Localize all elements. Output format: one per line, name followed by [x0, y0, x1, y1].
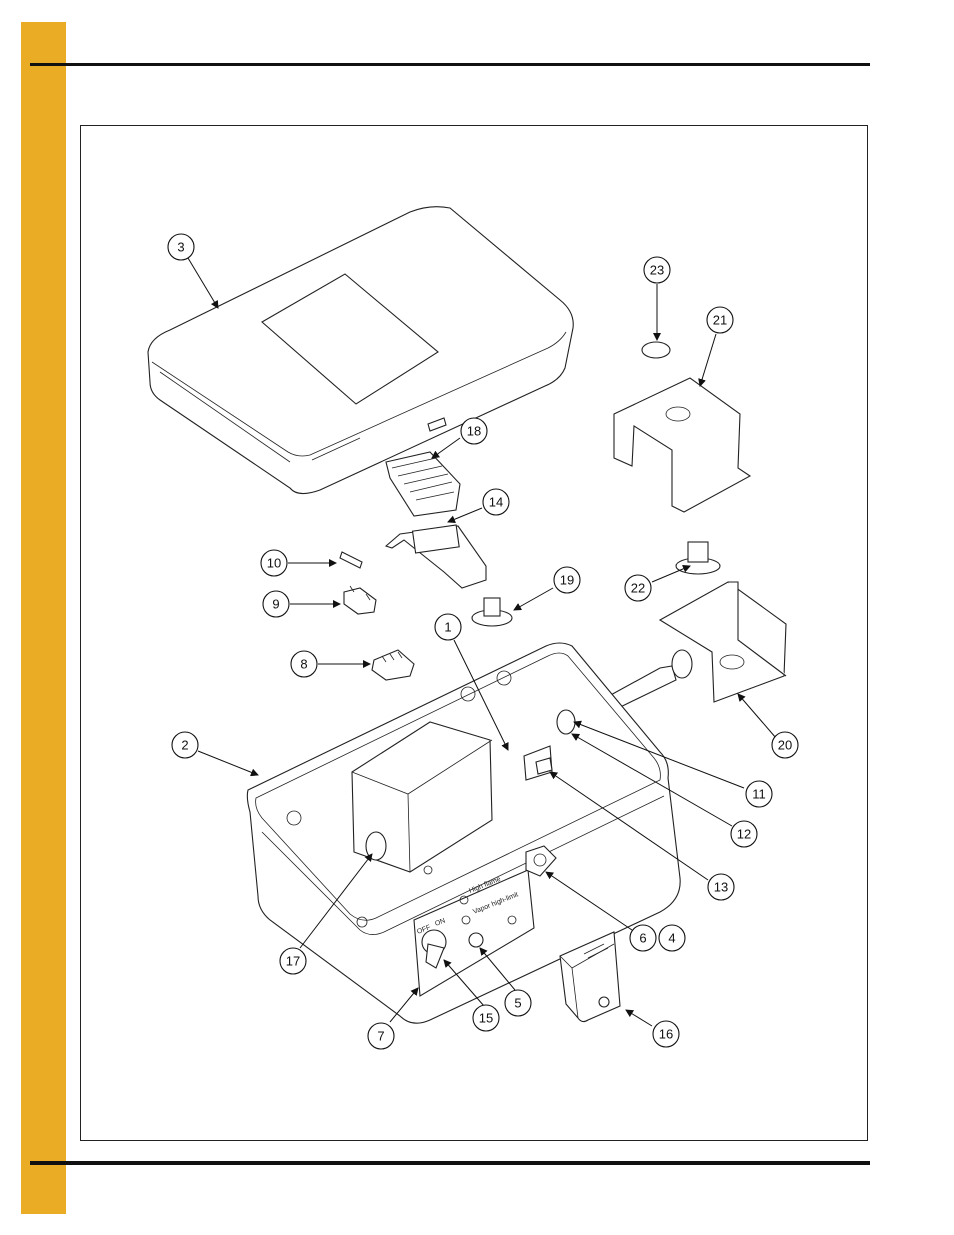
svg-text:20: 20 — [778, 738, 792, 753]
part-relay-bracket — [384, 524, 487, 589]
panel-label-off: OFF — [416, 924, 432, 936]
part-sensor-bracket — [597, 581, 787, 713]
callout-17: 17 — [279, 947, 307, 975]
callout-12: 12 — [730, 820, 758, 848]
callout-13: 13 — [707, 873, 735, 901]
callout-9: 9 — [262, 590, 290, 618]
callout-14: 14 — [482, 488, 510, 516]
side-tab — [21, 22, 66, 1214]
svg-text:13: 13 — [714, 880, 728, 895]
part-lid — [147, 206, 574, 495]
callout-10: 10 — [260, 549, 288, 577]
callout-6: 6 — [629, 924, 657, 952]
svg-text:19: 19 — [560, 573, 574, 588]
diagram-frame — [80, 125, 868, 1141]
svg-text:4: 4 — [668, 931, 675, 946]
svg-text:11: 11 — [752, 787, 766, 802]
svg-text:1: 1 — [444, 620, 451, 635]
part-terminal-block — [371, 649, 415, 681]
svg-text:2: 2 — [181, 738, 188, 753]
callout-4: 4 — [658, 924, 686, 952]
callout-16: 16 — [652, 1020, 680, 1048]
svg-text:15: 15 — [479, 1011, 493, 1026]
part-fuse-holder — [343, 585, 377, 615]
callout-20: 20 — [771, 731, 799, 759]
svg-text:17: 17 — [286, 954, 300, 969]
svg-text:6: 6 — [639, 931, 646, 946]
callout-3: 3 — [167, 233, 195, 261]
part-mounting-bracket — [613, 377, 752, 513]
part-terminal-strip — [385, 451, 461, 517]
part-fuse — [339, 551, 363, 569]
svg-text:16: 16 — [659, 1027, 673, 1042]
callout-19: 19 — [553, 566, 581, 594]
panel-label-on: ON — [434, 917, 446, 927]
callout-22: 22 — [624, 574, 652, 602]
svg-text:22: 22 — [631, 581, 645, 596]
part-relay-box — [559, 931, 621, 1023]
svg-text:21: 21 — [713, 313, 727, 328]
svg-text:10: 10 — [267, 556, 281, 571]
callout-1: 1 — [434, 613, 462, 641]
svg-text:5: 5 — [514, 996, 521, 1011]
header-rule — [30, 63, 870, 66]
callout-21: 21 — [706, 306, 734, 334]
svg-text:18: 18 — [467, 424, 481, 439]
svg-text:8: 8 — [300, 657, 307, 672]
svg-text:12: 12 — [737, 827, 751, 842]
callout-5: 5 — [504, 989, 532, 1017]
leader-lines — [187, 257, 777, 1027]
svg-text:3: 3 — [177, 240, 184, 255]
svg-text:7: 7 — [377, 1029, 384, 1044]
svg-text:9: 9 — [272, 597, 279, 612]
callout-23: 23 — [643, 256, 671, 284]
callout-8: 8 — [290, 650, 318, 678]
svg-text:23: 23 — [650, 263, 664, 278]
callout-11: 11 — [745, 780, 773, 808]
callout-2: 2 — [171, 731, 199, 759]
callout-15: 15 — [472, 1004, 500, 1032]
svg-text:14: 14 — [489, 495, 503, 510]
part-plug — [641, 341, 671, 359]
part-thermostat — [471, 597, 513, 627]
footer-rule — [30, 1161, 870, 1165]
callout-7: 7 — [367, 1022, 395, 1050]
callout-18: 18 — [460, 417, 488, 445]
